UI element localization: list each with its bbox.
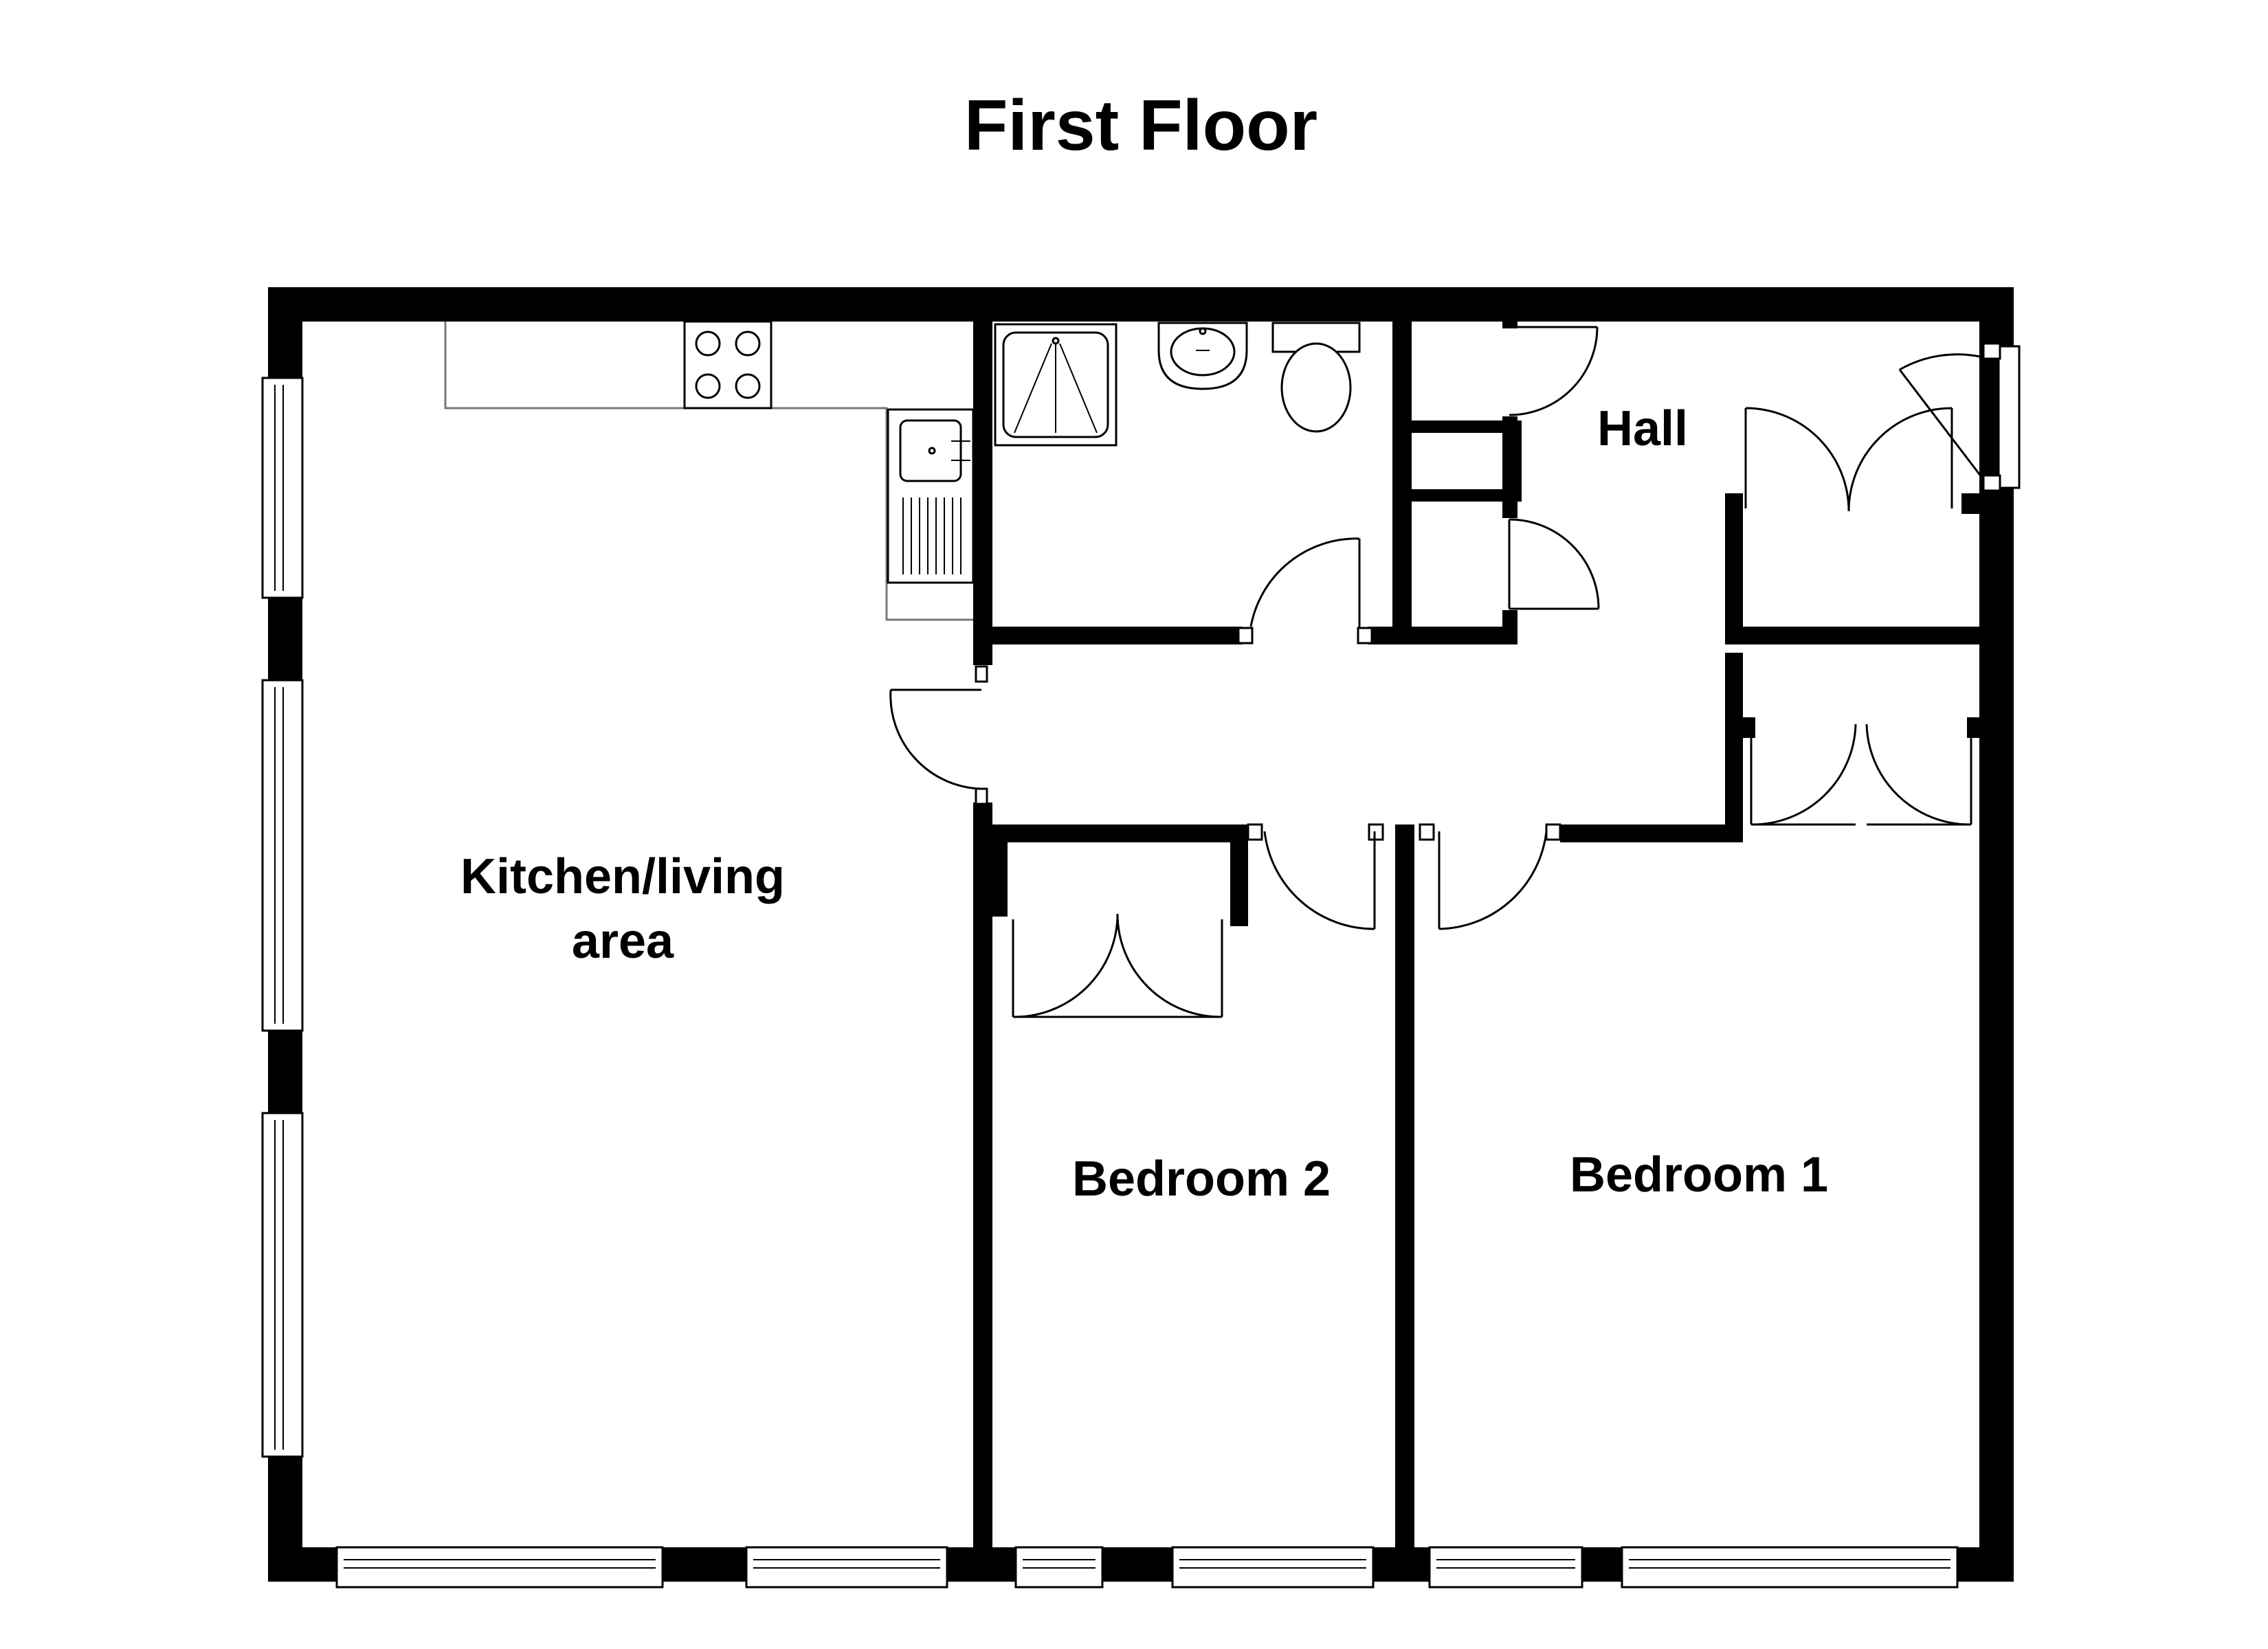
door-bedroom-1 bbox=[1419, 823, 1561, 930]
door-hall-cupboard-1 bbox=[1502, 322, 1599, 423]
door-hall-wardrobe bbox=[1744, 407, 1953, 512]
hob-icon bbox=[683, 320, 772, 410]
room-labels: Kitchen/living area Hall Bedroom 2 Bedro… bbox=[460, 401, 1828, 1207]
kitchen-sink-icon bbox=[887, 408, 975, 584]
interior-walls bbox=[973, 322, 1979, 1547]
room-label-kitchen-living-2: area bbox=[572, 914, 674, 969]
window-left-2 bbox=[261, 679, 304, 1032]
doors bbox=[889, 322, 2021, 1018]
window-bottom-2 bbox=[745, 1546, 948, 1589]
kitchen-fixtures bbox=[444, 320, 975, 621]
window-bottom-1 bbox=[335, 1546, 664, 1589]
door-bedroom-2-wardrobe bbox=[1012, 913, 1223, 1018]
door-bedroom-1-wardrobe bbox=[1743, 717, 1979, 826]
room-label-kitchen-living: Kitchen/living bbox=[460, 849, 785, 904]
room-label-hall: Hall bbox=[1597, 401, 1688, 456]
door-hall-cupboard-2 bbox=[1502, 502, 1600, 644]
door-entrance bbox=[1898, 342, 2021, 492]
window-bottom-5 bbox=[1428, 1546, 1583, 1589]
window-left-3 bbox=[261, 1112, 304, 1458]
window-bottom-6 bbox=[1621, 1546, 1959, 1589]
shower-tray-icon bbox=[994, 323, 1118, 447]
window-bottom-3 bbox=[1014, 1546, 1104, 1589]
window-bottom-4 bbox=[1171, 1546, 1375, 1589]
bathroom-fixtures bbox=[994, 322, 1361, 447]
window-left-1 bbox=[261, 377, 304, 599]
plan-title: First Floor bbox=[964, 86, 1318, 166]
room-label-bedroom-1: Bedroom 1 bbox=[1570, 1147, 1828, 1202]
outer-walls bbox=[268, 287, 2014, 1582]
windows bbox=[261, 377, 1959, 1589]
door-bathroom bbox=[1237, 537, 1373, 644]
kitchen-worktop bbox=[444, 322, 973, 621]
door-bedroom-2 bbox=[1247, 823, 1384, 930]
room-label-bedroom-2: Bedroom 2 bbox=[1072, 1152, 1331, 1207]
toilet-icon bbox=[1271, 322, 1361, 433]
washbasin-icon bbox=[1157, 322, 1248, 390]
door-kitchen bbox=[889, 665, 988, 805]
